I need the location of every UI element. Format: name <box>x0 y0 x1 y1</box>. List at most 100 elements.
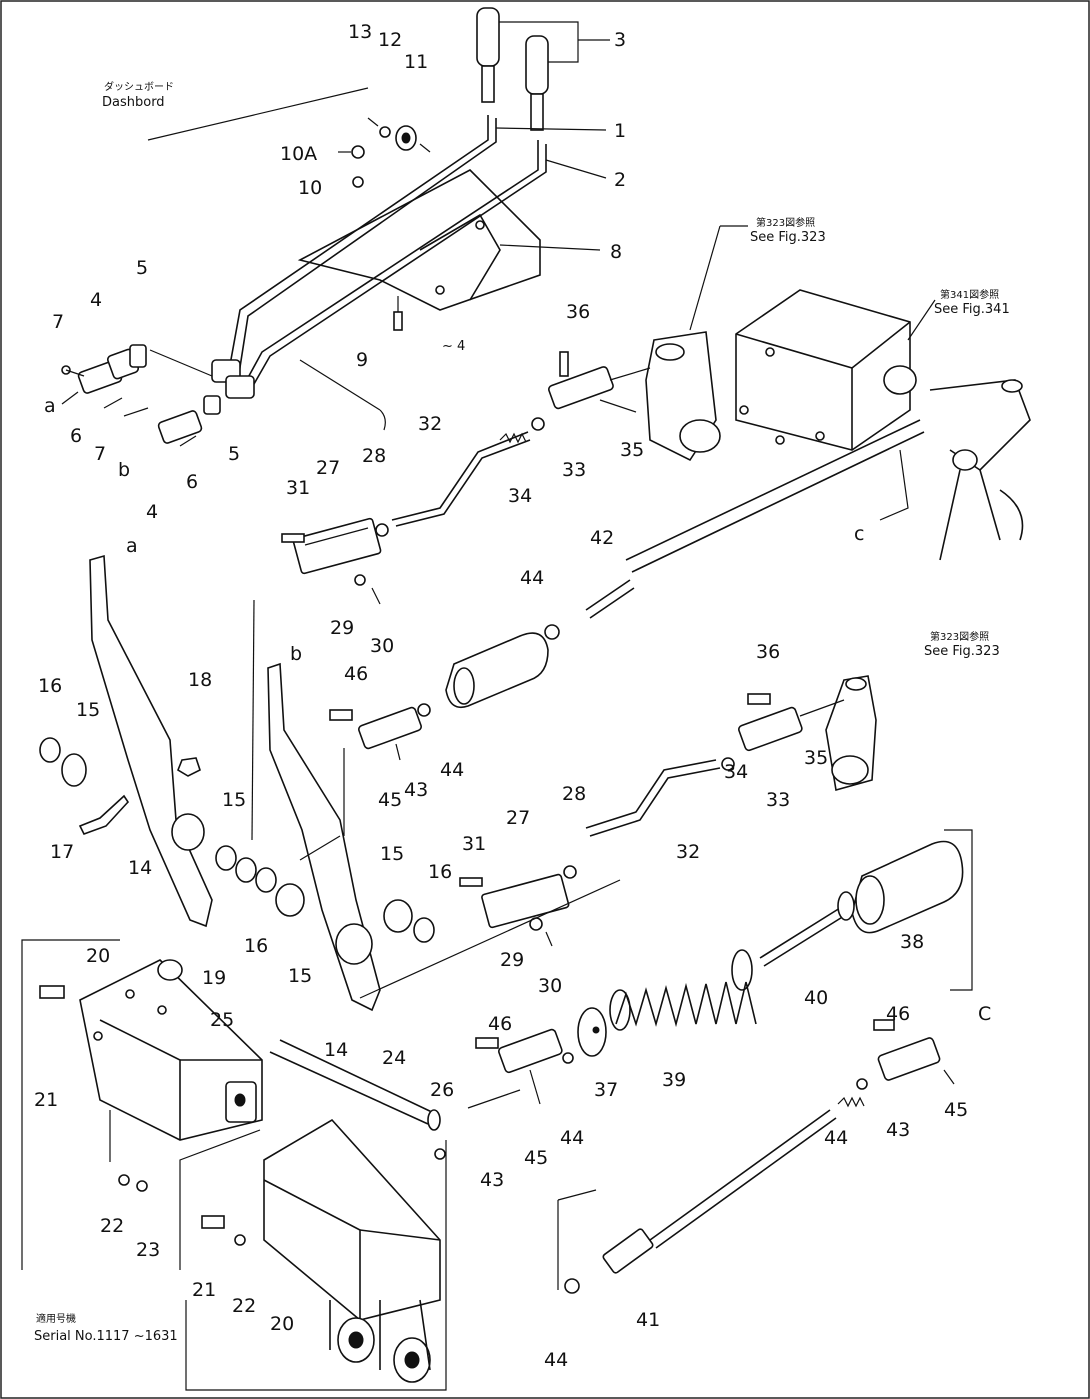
lower-linkage <box>359 675 973 1294</box>
callout-25: 25 <box>210 1009 234 1031</box>
callout-42: 42 <box>590 527 614 549</box>
diagram-annotations: ダッシュボード Dashbord 第323図参照 See Fig.323 第34… <box>34 80 1010 1344</box>
callout-44e: 44 <box>544 1349 568 1371</box>
serial-label-jp: 適用号機 <box>36 1312 76 1325</box>
callout-21a: 21 <box>34 1089 58 1111</box>
callout-18: 18 <box>188 669 212 691</box>
callout-27b: 27 <box>506 807 530 829</box>
callout-36b: 36 <box>756 641 780 663</box>
see-fig-323-top-jp: 第323図参照 <box>756 216 815 229</box>
marker-b-1: b <box>118 459 130 481</box>
callout-8: 8 <box>610 241 622 263</box>
upper-linkage <box>251 225 1031 841</box>
part-callouts: 1 2 3 4 4 5 5 6 6 7 7 8 9 10 10A 11 12 1… <box>34 21 968 1371</box>
serial-label: Serial No.1117 ~1631 <box>34 1329 178 1344</box>
callout-31a: 31 <box>286 477 310 499</box>
callout-32a: 32 <box>418 413 442 435</box>
pedal-levers <box>39 554 435 1012</box>
marker-a-2: a <box>126 535 138 557</box>
callout-14a: 14 <box>128 857 152 879</box>
callout-33b: 33 <box>766 789 790 811</box>
callout-7b: 7 <box>94 443 106 465</box>
callout-44c: 44 <box>560 1127 584 1149</box>
callout-20a: 20 <box>86 945 110 967</box>
callout-27a: 27 <box>316 457 340 479</box>
callout-21b: 21 <box>192 1279 216 1301</box>
callout-30a: 30 <box>370 635 394 657</box>
callout-35a: 35 <box>620 439 644 461</box>
callout-29a: 29 <box>330 617 354 639</box>
callout-10a: 10A <box>280 143 317 165</box>
callout-41: 41 <box>636 1309 660 1331</box>
callout-26: 26 <box>430 1079 454 1101</box>
callout-5a: 5 <box>136 257 148 279</box>
clevis-parts-4-7 <box>61 344 221 447</box>
see-fig-323-mid-jp: 第323図参照 <box>930 630 989 643</box>
see-fig-341-jp: 第341図参照 <box>940 288 999 301</box>
callout-6a: 6 <box>70 425 82 447</box>
callout-20b: 20 <box>270 1313 294 1335</box>
callout-28b: 28 <box>562 783 586 805</box>
callout-15b: 15 <box>222 789 246 811</box>
callout-39: 39 <box>662 1069 686 1091</box>
callout-33a: 33 <box>562 459 586 481</box>
callout-36a: 36 <box>566 301 590 323</box>
callout-45b: 45 <box>524 1147 548 1169</box>
callout-12: 12 <box>378 29 402 51</box>
marker-c-2: C <box>978 1003 991 1025</box>
see-fig-341: See Fig.341 <box>934 302 1010 317</box>
callout-45c: 45 <box>944 1099 968 1121</box>
callout-32b: 32 <box>676 841 700 863</box>
callout-4b: 4 <box>146 501 158 523</box>
callout-34a: 34 <box>508 485 532 507</box>
callout-44b: 44 <box>440 759 464 781</box>
callout-31b: 31 <box>462 833 486 855</box>
callout-45a: 45 <box>378 789 402 811</box>
callout-22a: 22 <box>100 1215 124 1237</box>
callout-46c: 46 <box>886 1003 910 1025</box>
callout-6b: 6 <box>186 471 198 493</box>
marker-a-1: a <box>44 395 56 417</box>
callout-24: 24 <box>382 1047 406 1069</box>
callout-15d: 15 <box>288 965 312 987</box>
callout-15a: 15 <box>76 699 100 721</box>
callout-29b: 29 <box>500 949 524 971</box>
marker-c-1: c <box>854 523 864 545</box>
bottom-brackets <box>21 939 447 1391</box>
dashboard-label-jp: ダッシュボード <box>104 80 174 93</box>
dashboard-assembly <box>147 7 610 431</box>
callout-43c: 43 <box>886 1119 910 1141</box>
callout-23: 23 <box>136 1239 160 1261</box>
callout-15c: 15 <box>380 843 404 865</box>
callout-19: 19 <box>202 967 226 989</box>
callout-13: 13 <box>348 21 372 43</box>
callout-1: 1 <box>614 120 626 142</box>
callout-16c: 16 <box>428 861 452 883</box>
callout-11: 11 <box>404 51 428 73</box>
callout-30b: 30 <box>538 975 562 997</box>
callout-28a: 28 <box>362 445 386 467</box>
callout-5b: 5 <box>228 443 240 465</box>
callout-40: 40 <box>804 987 828 1009</box>
dashboard-label: Dashbord <box>102 95 165 110</box>
see-fig-323-top: See Fig.323 <box>750 230 826 245</box>
callout-35b: 35 <box>804 747 828 769</box>
callout-16a: 16 <box>38 675 62 697</box>
callout-7a: 7 <box>52 311 64 333</box>
callout-10: 10 <box>298 177 322 199</box>
callout-34b: 34 <box>724 761 748 783</box>
callout-22b: 22 <box>232 1295 256 1317</box>
callout-44a: 44 <box>520 567 544 589</box>
callout-46a: 46 <box>344 663 368 685</box>
marker-b-2: b <box>290 643 302 665</box>
callout-37: 37 <box>594 1079 618 1101</box>
callout-2: 2 <box>614 169 626 191</box>
callout-14b: 14 <box>324 1039 348 1061</box>
callout-38: 38 <box>900 931 924 953</box>
callout-17: 17 <box>50 841 74 863</box>
callout-43a: 43 <box>404 779 428 801</box>
callout-9: 9 <box>356 349 368 371</box>
callout-46b: 46 <box>488 1013 512 1035</box>
